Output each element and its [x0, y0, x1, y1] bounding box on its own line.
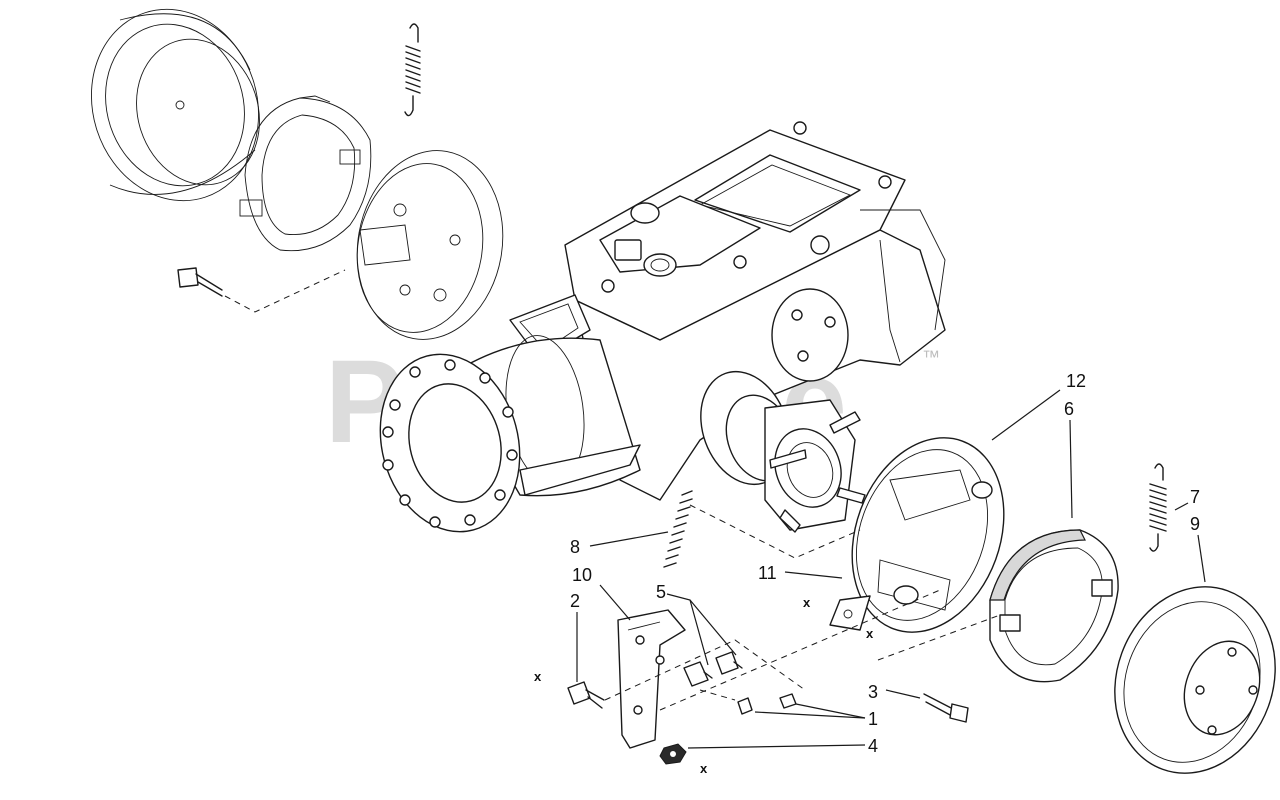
- left-brake-drum: [91, 8, 260, 202]
- bolt-2: [567, 681, 605, 709]
- left-brake-shoe: [239, 95, 372, 252]
- callout-3: 3: [868, 682, 878, 702]
- callout-6: 6: [1064, 399, 1074, 419]
- transaxle-housing: [379, 121, 946, 533]
- brake-backing-plate: [829, 437, 1005, 633]
- leader-lines: [576, 389, 1206, 749]
- callout-1: 1: [868, 709, 878, 729]
- x-markers: x x x x: [534, 595, 874, 776]
- brake-shoe: [989, 529, 1119, 683]
- bolt-5a: [715, 651, 743, 675]
- left-return-spring: [404, 23, 421, 117]
- x-marker: x: [534, 669, 542, 684]
- left-backing-plate: [356, 150, 504, 340]
- axle-hub: [700, 370, 866, 533]
- callout-labels: 12 6 7 9 8 10 5 11 2 3 1 4: [570, 371, 1200, 756]
- left-assembly-leader: [224, 269, 346, 313]
- bolt-3: [923, 693, 969, 723]
- brake-drum: [1114, 586, 1276, 774]
- callout-11: 11: [758, 563, 777, 583]
- x-marker: x: [803, 595, 811, 610]
- callout-10: 10: [572, 565, 592, 585]
- screw-1a: [779, 693, 797, 709]
- callout-2: 2: [570, 591, 580, 611]
- spring-7: [1149, 463, 1167, 552]
- callout-9: 9: [1190, 514, 1200, 534]
- left-bolt: [177, 267, 223, 297]
- screw-1b: [737, 697, 753, 715]
- brake-lever-bracket: [617, 609, 686, 749]
- nut-4: [659, 743, 687, 765]
- callout-4: 4: [868, 736, 878, 756]
- callout-5: 5: [656, 582, 666, 602]
- callout-12: 12: [1066, 371, 1086, 391]
- x-marker: x: [700, 761, 708, 776]
- spring-8: [663, 490, 693, 568]
- watermark-trademark: ™: [922, 347, 940, 367]
- callout-7: 7: [1190, 487, 1200, 507]
- bolt-5b: [683, 661, 713, 687]
- x-marker: x: [866, 626, 874, 641]
- alignment-lines: [604, 504, 1001, 711]
- callout-8: 8: [570, 537, 580, 557]
